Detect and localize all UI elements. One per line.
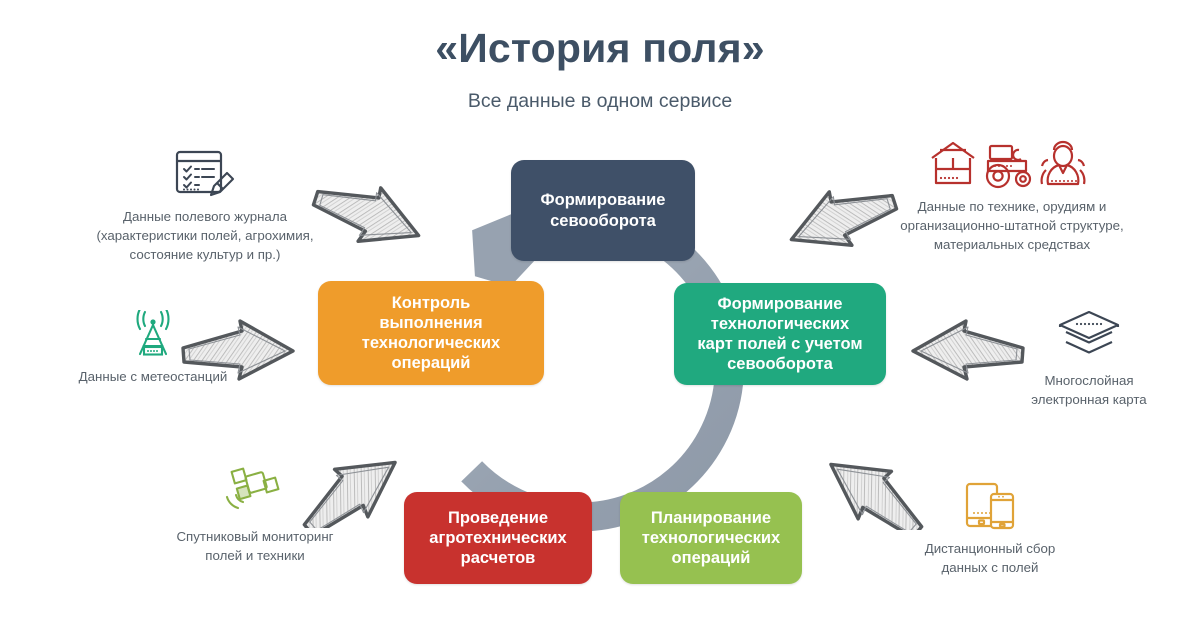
caption-line: состояние культур и пр.) — [129, 246, 281, 262]
step-label-line: агротехнических — [429, 528, 567, 547]
satellite-icon — [225, 467, 280, 510]
input-multilayer-map: Многослойная электронная карта — [994, 308, 1184, 410]
input-remote-collection: Дистанционный сбор данных с полей — [890, 480, 1090, 578]
step-label-line: севооборота — [550, 211, 656, 230]
input-caption: Данные по технике, орудиям и организацио… — [862, 198, 1162, 255]
map-layers-icon — [1058, 310, 1120, 354]
step-label-line: выполнения — [379, 313, 483, 332]
step-label-line: карт полей с учетом — [697, 335, 863, 353]
caption-line: Дистанционный сбор — [924, 541, 1056, 556]
page-subtitle: Все данные в одном сервисе — [467, 90, 733, 113]
step-label-line: расчетов — [460, 549, 536, 568]
caption-line: Спутниковый мониторинг — [176, 529, 334, 544]
cycle-step-agro-calculations[interactable]: Проведение агротехнических расчетов — [404, 492, 592, 584]
step-label-line: Формирование — [717, 294, 843, 313]
people-icon — [1040, 140, 1086, 186]
cycle-step-operation-control[interactable]: Контроль выполнения технологических опер… — [318, 281, 544, 385]
step-label-line: Проведение — [447, 508, 549, 527]
input-equipment-data: Данные по технике, орудиям и организацио… — [862, 138, 1162, 255]
caption-line: Данные полевого журнала — [123, 209, 287, 224]
field-journal-checklist-pencil-icon — [175, 150, 235, 197]
input-weather-stations: Данные с метеостанций — [38, 310, 268, 387]
caption-line: организационно-штатной структуре, — [900, 217, 1124, 233]
cycle-step-tech-maps[interactable]: Формирование технологических карт полей … — [674, 283, 886, 385]
step-label-line: технологических — [641, 528, 781, 547]
step-label-line: Формирование — [540, 191, 666, 210]
weather-station-antenna-icon — [136, 310, 170, 356]
step-label-line: Контроль — [391, 293, 471, 312]
caption-line: (характеристики полей, агрохимия, — [96, 227, 314, 243]
step-label-line: севооборота — [727, 355, 833, 374]
cycle-step-operation-planning[interactable]: Планирование технологических операций — [620, 492, 802, 584]
equipment-icons-group — [931, 140, 1086, 189]
page-title: «История поля» — [435, 25, 765, 71]
input-satellite-monitoring: Спутниковый мониторинг полей и техники — [140, 462, 370, 566]
tractor-icon — [985, 144, 1032, 189]
header: «История поля» Все данные в одном сервис… — [0, 25, 1200, 113]
step-label-line: операций — [671, 549, 751, 568]
cycle-step-crop-rotation[interactable]: Формирование севооборота — [511, 160, 695, 261]
step-label-line: Планирование — [650, 508, 772, 527]
caption-line: данных с полей — [941, 559, 1039, 575]
tablet-phone-icon — [965, 482, 1015, 530]
caption-line: Многослойная — [1044, 373, 1134, 388]
caption-line: Данные с метеостанций — [78, 369, 228, 384]
input-caption: Данные с метеостанций — [38, 368, 268, 387]
input-caption: Многослойная электронная карта — [994, 372, 1184, 410]
input-caption: Дистанционный сбор данных с полей — [890, 540, 1090, 578]
step-label-line: операций — [391, 354, 471, 373]
caption-line: полей и техники — [205, 547, 305, 563]
caption-line: материальных средствах — [933, 236, 1091, 252]
barn-icon — [931, 141, 975, 185]
step-label-line: технологических — [710, 314, 850, 333]
input-caption: Спутниковый мониторинг полей и техники — [140, 528, 370, 566]
input-field-journal: Данные полевого журнала (характеристики … — [60, 148, 350, 265]
caption-line: электронная карта — [1031, 391, 1147, 407]
input-caption: Данные полевого журнала (характеристики … — [60, 208, 350, 265]
caption-line: Данные по технике, орудиям и — [917, 199, 1107, 214]
step-label-line: технологических — [361, 334, 501, 352]
